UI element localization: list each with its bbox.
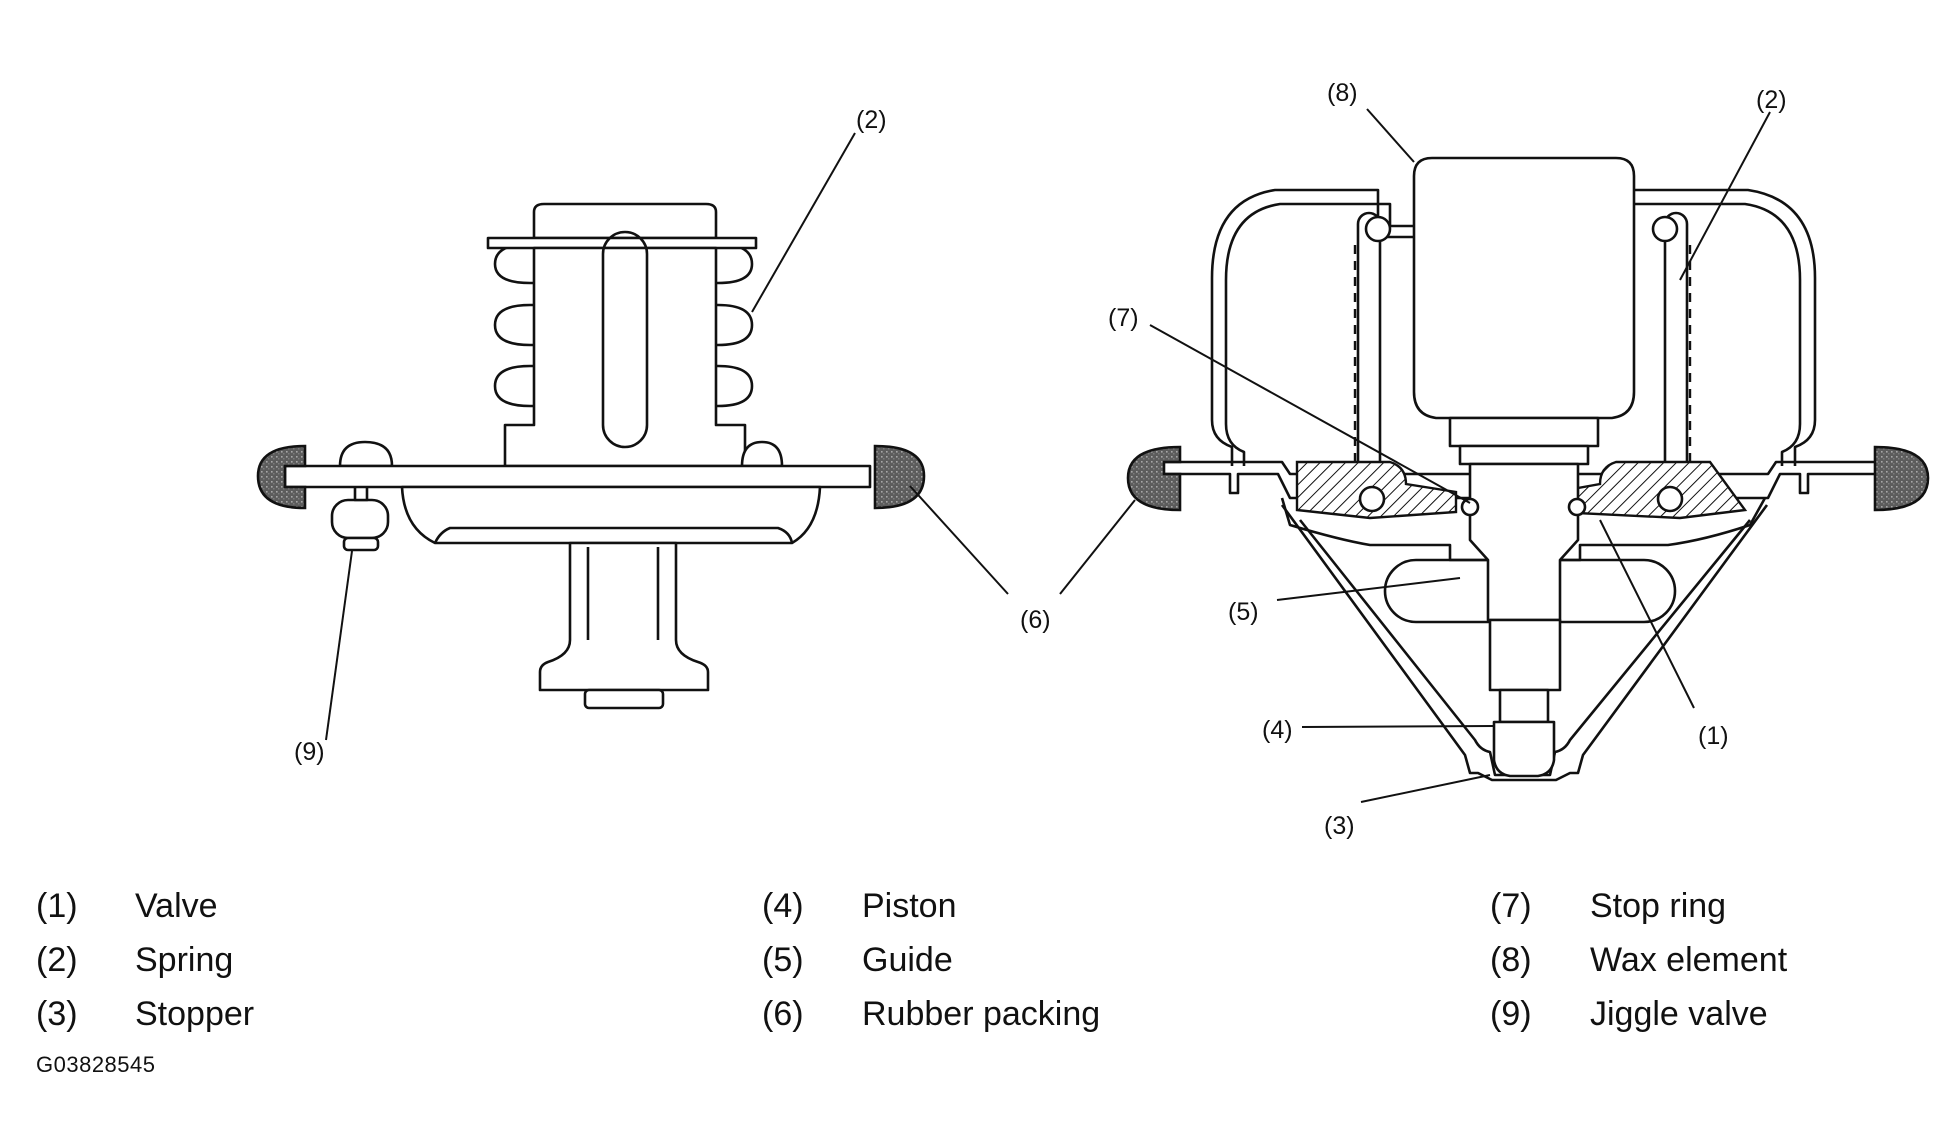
cs-rubber-packing-right	[1873, 445, 1930, 512]
legend-num: (2)	[36, 941, 78, 979]
callout-7: (7)	[1108, 304, 1139, 332]
spring-left-bar	[1356, 211, 1382, 505]
figure-code: G03828545	[36, 1052, 156, 1077]
legend-label: Stopper	[135, 995, 255, 1033]
callout-6: (6)	[1020, 606, 1051, 634]
stem-foot	[583, 688, 665, 710]
thermostat-diagram: (2) (9) (6) (8) (2) (7) (5) (4) (1) (3)	[256, 79, 1930, 840]
thermostat-cross-section	[1126, 156, 1930, 782]
legend-num: (4)	[762, 887, 804, 925]
lower-bowl	[400, 485, 822, 545]
leader-lines	[325, 108, 1771, 803]
flange-plate	[283, 464, 872, 489]
cs-rubber-packing-left	[1126, 445, 1182, 512]
callout-1: (1)	[1698, 722, 1729, 750]
stop-ring-left	[1460, 497, 1480, 517]
body-slot	[601, 230, 649, 449]
legend-label: Piston	[862, 887, 957, 925]
element-body	[503, 246, 747, 468]
callout-9: (9)	[294, 738, 325, 766]
guide	[1468, 462, 1580, 622]
legend-label: Spring	[135, 941, 234, 979]
callout-3: (3)	[1324, 812, 1355, 840]
callout-8: (8)	[1327, 79, 1358, 107]
wax-element	[1412, 156, 1636, 420]
legend-label: Valve	[135, 887, 218, 925]
piston	[1488, 618, 1562, 692]
callout-5: (5)	[1228, 598, 1259, 626]
stop-ring-right	[1567, 497, 1587, 517]
legend-label: Wax element	[1590, 941, 1788, 979]
legend-num: (3)	[36, 995, 78, 1033]
spring-right-bar	[1663, 211, 1689, 505]
callout-4: (4)	[1262, 716, 1293, 744]
legend-num: (7)	[1490, 887, 1532, 925]
legend-label: Jiggle valve	[1590, 995, 1768, 1033]
legend-label: Rubber packing	[862, 995, 1101, 1033]
callout-labels: (2) (9) (6) (8) (2) (7) (5) (4) (1) (3)	[294, 79, 1787, 840]
legend-label: Stop ring	[1590, 887, 1727, 925]
callout-2-right: (2)	[1756, 86, 1787, 114]
rubber-packing-right	[873, 444, 926, 510]
legend-num: (9)	[1490, 995, 1532, 1033]
legend-num: (6)	[762, 995, 804, 1033]
element-flange	[486, 236, 758, 250]
thermostat-exterior-view	[256, 202, 926, 710]
element-cap	[532, 202, 718, 240]
rubber-packing-left	[256, 444, 307, 510]
valve-stem	[538, 541, 710, 692]
legend-label: Guide	[862, 941, 953, 979]
legend-num: (8)	[1490, 941, 1532, 979]
legend-num: (5)	[762, 941, 804, 979]
jiggle-valve	[330, 476, 390, 552]
callout-2-left: (2)	[856, 106, 887, 134]
legend-num: (1)	[36, 887, 78, 925]
stopper	[1492, 720, 1556, 778]
